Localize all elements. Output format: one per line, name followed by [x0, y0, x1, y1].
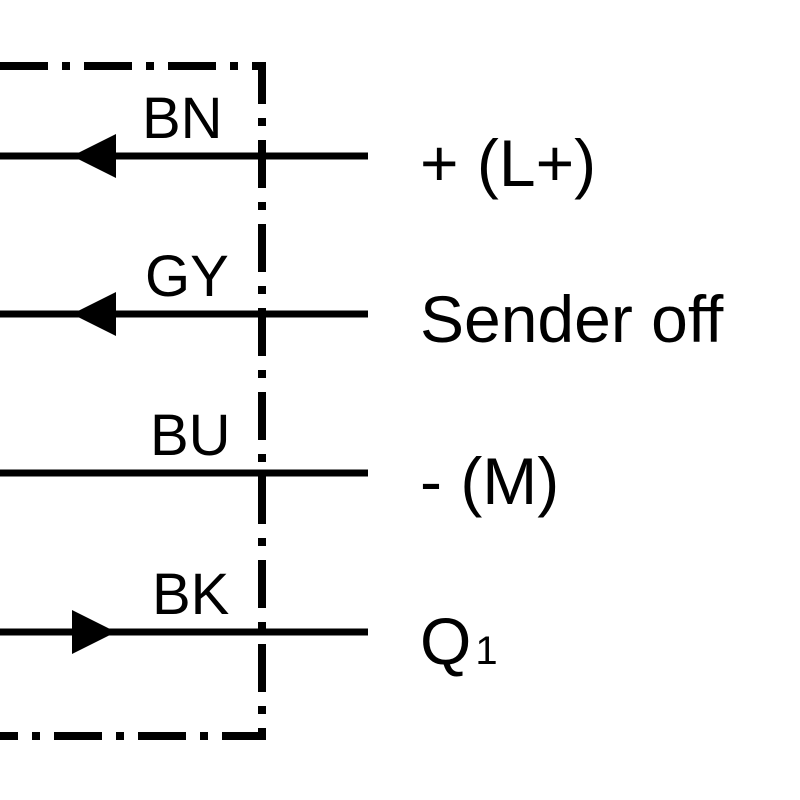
- wire-code-label: BK: [152, 562, 230, 627]
- wire-bu: BU - (M): [0, 403, 559, 518]
- boundary-top-edge: [0, 62, 266, 740]
- signal-subscript: 1: [475, 629, 497, 673]
- arrow-in-icon: [72, 292, 116, 336]
- wire-code-label: GY: [145, 244, 229, 309]
- arrow-out-icon: [72, 610, 116, 654]
- wire-code-label: BN: [142, 86, 223, 151]
- signal-label: - (M): [420, 444, 559, 518]
- device-boundary: [0, 62, 266, 740]
- arrow-in-icon: [72, 134, 116, 178]
- wire-gy: GY Sender off: [0, 244, 724, 356]
- signal-label: Sender off: [420, 282, 724, 356]
- wire-code-label: BU: [150, 403, 231, 468]
- signal-main: Q: [420, 604, 471, 678]
- signal-label: + (L+): [420, 126, 596, 200]
- wire-bn: BN + (L+): [0, 86, 596, 200]
